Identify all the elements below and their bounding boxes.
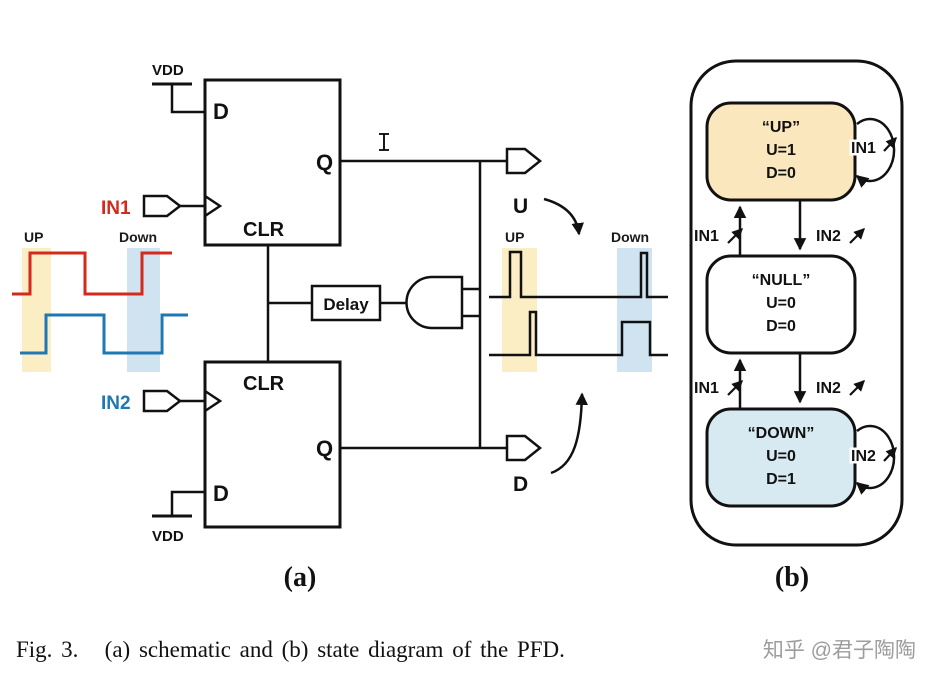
u-waveform: [489, 250, 668, 299]
out-wave-up-label: UP: [505, 229, 524, 245]
out-wave-down-label: Down: [611, 229, 649, 245]
state-up: “UP” U=1 D=0: [705, 101, 857, 202]
outputs: U D: [340, 147, 588, 496]
d-curved-arrow-icon: [550, 392, 588, 475]
clock-triangle-icon: [204, 389, 223, 413]
d-waveform: [489, 310, 668, 357]
state-null-u-value: U=0: [766, 295, 796, 312]
state-up-name: “UP”: [762, 119, 800, 136]
dff-top-q-label: Q: [316, 150, 333, 175]
in-wave-down-label: Down: [119, 229, 157, 245]
dff-bottom-clr-label: CLR: [243, 373, 285, 395]
state-diagram-border: [689, 59, 904, 547]
vdd-bottom: VDD: [152, 490, 205, 545]
out-d-label: D: [513, 473, 528, 496]
state-down: “DOWN” U=0 D=1: [705, 407, 857, 508]
state-null-name: “NULL”: [752, 272, 811, 289]
dff-bottom-body: [203, 360, 342, 529]
rising-edge-arrow-icon: [883, 446, 897, 462]
and-gate-icon: [405, 275, 464, 330]
delay-block: [310, 284, 382, 322]
input-waveforms: UP Down: [12, 229, 188, 372]
rising-edge-arrow-icon: [883, 136, 897, 152]
state-diagram-panel: “UP” U=1 D=0 “NULL” U=0 D=0 “DOWN” U=0 D…: [689, 59, 904, 593]
dff-top-clr-label: CLR: [243, 219, 285, 241]
rising-edge-arrow-icon: [849, 380, 865, 396]
state-down-self-loop-label: IN2: [851, 448, 876, 465]
text-cursor-icon: [379, 133, 389, 151]
rising-edge-arrow-icon: [849, 228, 865, 244]
in2-input: IN2: [101, 389, 205, 414]
transition-null-to-up-label: IN1: [694, 228, 719, 245]
in1-input: IN1: [101, 194, 205, 219]
state-up-self-loop-icon: [855, 117, 896, 188]
state-transitions: IN1 IN2 IN1 IN2 IN1 IN2: [694, 117, 897, 495]
in2-label: IN2: [101, 393, 131, 414]
state-up-d-value: D=0: [766, 165, 796, 182]
dff-bottom-q-label: Q: [316, 436, 333, 461]
delay-label: Delay: [323, 295, 369, 314]
figure-caption: Fig. 3. (a) schematic and (b) state diag…: [16, 637, 565, 662]
transition-down-to-null-label: IN1: [694, 380, 719, 397]
dff-top: D Q CLR: [203, 78, 342, 247]
dff-top-body: [203, 78, 342, 247]
transition-null-to-down-label: IN2: [816, 380, 841, 397]
in2-pin-icon: [142, 389, 183, 413]
sublabel-a: (a): [284, 562, 317, 593]
out-u-label: U: [513, 195, 528, 218]
in2-waveform: [20, 313, 188, 355]
state-down-d-value: D=1: [766, 471, 796, 488]
dff-top-d-label: D: [213, 99, 229, 124]
state-down-u-value: U=0: [766, 448, 796, 465]
dff-bottom: CLR Q D: [203, 360, 342, 529]
reset-path: Delay: [266, 159, 507, 448]
in1-waveform: [12, 251, 172, 296]
vdd-bottom-wire: [170, 490, 205, 516]
out-up-highlight-band: [502, 248, 537, 372]
clock-triangle-icon: [204, 194, 223, 218]
u-curved-arrow-icon: [543, 197, 584, 236]
vdd-top-label: VDD: [152, 62, 184, 79]
figure-canvas: UP Down D Q CLR VDD IN1: [12, 59, 904, 593]
state-down-name: “DOWN”: [748, 425, 815, 442]
state-null-d-value: D=0: [766, 318, 796, 335]
state-down-body: [705, 407, 857, 508]
rising-edge-arrow-icon: [727, 380, 743, 396]
in1-pin-icon: [142, 194, 183, 218]
sublabel-b: (b): [775, 562, 809, 593]
vdd-top-wire: [170, 84, 205, 114]
output-waveforms: UP Down: [489, 229, 668, 372]
vdd-bottom-label: VDD: [152, 528, 184, 545]
state-up-u-value: U=1: [766, 142, 796, 159]
watermark: 知乎 @君子陶陶: [762, 639, 916, 662]
state-up-self-loop-label: IN1: [851, 140, 876, 157]
state-up-body: [705, 101, 857, 202]
state-null-body: [705, 254, 857, 355]
in-wave-up-label: UP: [24, 229, 43, 245]
state-null: “NULL” U=0 D=0: [705, 254, 857, 355]
u-output-pin-icon: [505, 147, 543, 175]
d-output-pin-icon: [505, 434, 543, 462]
rising-edge-arrow-icon: [727, 228, 743, 244]
vdd-top: VDD: [152, 62, 205, 114]
transition-up-to-null-label: IN2: [816, 228, 841, 245]
in1-label: IN1: [101, 198, 131, 219]
caption-row: Fig. 3. (a) schematic and (b) state diag…: [16, 634, 916, 664]
schematic-panel: UP Down D Q CLR VDD IN1: [12, 62, 668, 593]
dff-bottom-d-label: D: [213, 481, 229, 506]
